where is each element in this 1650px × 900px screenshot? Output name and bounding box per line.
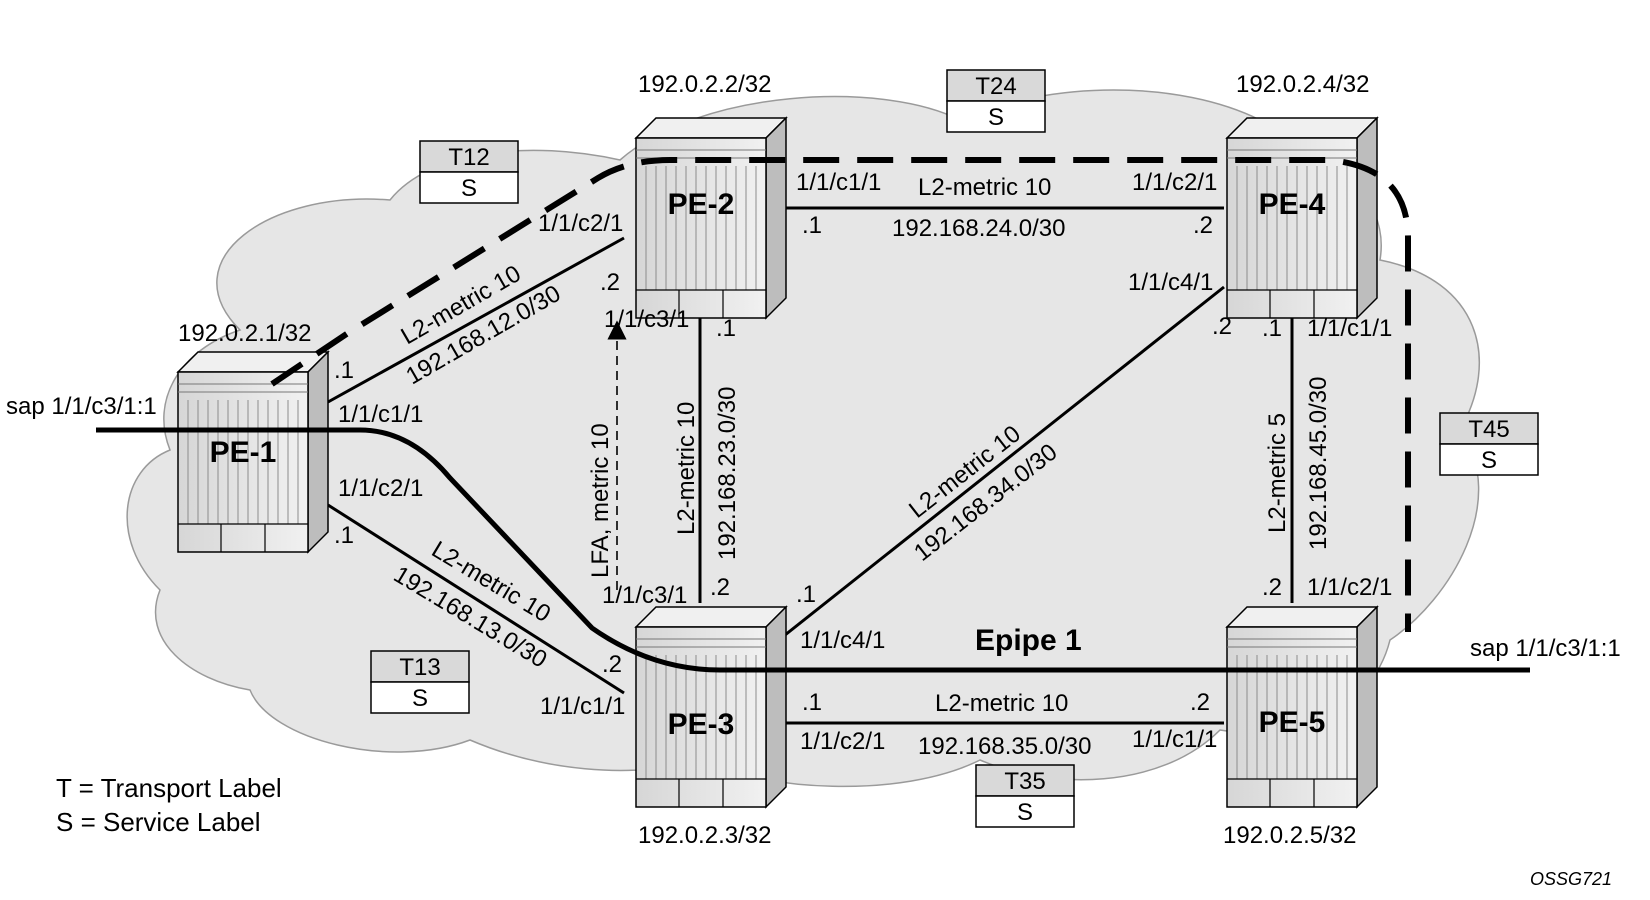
router-pe5[interactable]: PE-5 [1225,605,1379,809]
router-pe4[interactable]: PE-4 [1225,116,1379,320]
link-subnet: 192.168.23.0/30 [714,387,741,561]
port-label: 1/1/c1/1 [796,169,881,196]
service-label: S [1017,799,1033,826]
transport-label: T35 [1004,768,1045,795]
service-label: S [1481,447,1497,474]
link-metric: L2-metric 10 [918,174,1051,201]
link-subnet: 192.168.45.0/30 [1305,377,1332,551]
transport-label: T24 [975,73,1016,100]
host-label: .1 [802,212,822,239]
network-cloud [126,89,1480,788]
label-box-t13: T13 S [370,650,470,714]
label-box-t45: T45 S [1439,412,1539,476]
port-label: 1/1/c2/1 [800,728,885,755]
port-label: 1/1/c2/1 [338,475,423,502]
host-label: .2 [1212,313,1232,340]
port-label: 1/1/c4/1 [800,627,885,654]
port-label: 1/1/c2/1 [1307,574,1392,601]
figure-id: OSSG721 [1530,869,1612,889]
router-name: PE-1 [210,436,277,469]
pe2-system-ip: 192.0.2.2/32 [638,71,771,98]
links [327,206,1294,725]
service-name: Epipe 1 [975,624,1082,657]
label-box-t35: T35 S [975,764,1075,828]
link-metric: L2-metric 5 [1264,413,1291,533]
port-label: 1/1/c3/1 [604,306,689,333]
link-pe1-pe2 [327,236,625,404]
host-label: .1 [716,315,736,342]
port-label: 1/1/c1/1 [1132,726,1217,753]
transport-label: T45 [1468,416,1509,443]
legend: T = Transport Label S = Service Label [56,773,282,837]
pe4-system-ip: 192.0.2.4/32 [1236,71,1369,98]
router-name: PE-3 [668,708,735,741]
link-metric: L2-metric 10 [673,402,700,535]
service-label: S [988,104,1004,131]
router-pe1[interactable]: PE-1 [176,350,330,554]
legend-service: S = Service Label [56,807,261,837]
port-label: 1/1/c1/1 [1307,315,1392,342]
pe3-system-ip: 192.0.2.3/32 [638,822,771,849]
router-pe3[interactable]: PE-3 [634,605,788,809]
sap-label-pe5: sap 1/1/c3/1:1 [1470,635,1621,662]
host-label: .1 [334,522,354,549]
link-labels-pe3-pe5: L2-metric 10 192.168.35.0/30 1/1/c2/1 .1… [800,689,1217,760]
router-name: PE-4 [1259,188,1326,221]
host-label: .1 [334,357,354,384]
host-label: .1 [802,689,822,716]
host-label: .2 [710,574,730,601]
host-label: .1 [1262,315,1282,342]
port-label: 1/1/c4/1 [1128,269,1213,296]
link-subnet: 192.168.24.0/30 [892,215,1066,242]
transport-label: T12 [448,144,489,171]
link-labels-pe4-pe5: L2-metric 5 192.168.45.0/30 1/1/c1/1 .1 … [1262,315,1392,601]
host-label: .2 [1190,689,1210,716]
link-labels-pe2-pe4: L2-metric 10 192.168.24.0/30 1/1/c1/1 .1… [796,169,1217,242]
host-label: .2 [602,651,622,678]
service-label: S [412,685,428,712]
lfa-label: LFA, metric 10 [587,423,614,578]
transport-label: T13 [399,654,440,681]
port-label: 1/1/c1/1 [540,693,625,720]
link-labels-pe2-pe3: L2-metric 10 192.168.23.0/30 1/1/c3/1 .1… [602,306,741,609]
service-path-epipe [96,427,1530,673]
link-subnet: 192.168.35.0/30 [918,733,1092,760]
link-pe1-pe3 [327,503,625,695]
port-label: 1/1/c3/1 [602,582,687,609]
host-label: .1 [796,581,816,608]
pe1-system-ip: 192.0.2.1/32 [178,320,311,347]
system-ip-labels: 192.0.2.1/32 192.0.2.2/32 192.0.2.3/32 1… [178,71,1369,849]
transport-lsp-path [270,157,1411,632]
port-label: 1/1/c1/1 [338,401,423,428]
label-box-t12: T12 S [419,140,519,204]
port-label: 1/1/c2/1 [1132,169,1217,196]
label-box-t24: T24 S [946,69,1046,133]
router-pe2[interactable]: PE-2 [634,116,788,320]
host-label: .2 [1262,574,1282,601]
service-label: S [461,175,477,202]
legend-transport: T = Transport Label [56,773,282,803]
link-pe3-pe4 [784,285,1225,637]
port-label: 1/1/c2/1 [538,210,623,237]
pe5-system-ip: 192.0.2.5/32 [1223,822,1356,849]
host-label: .2 [600,269,620,296]
sap-label-pe1: sap 1/1/c3/1:1 [6,393,157,420]
router-name: PE-2 [668,188,735,221]
host-label: .2 [1193,212,1213,239]
link-metric: L2-metric 10 [935,690,1068,717]
router-name: PE-5 [1259,706,1326,739]
